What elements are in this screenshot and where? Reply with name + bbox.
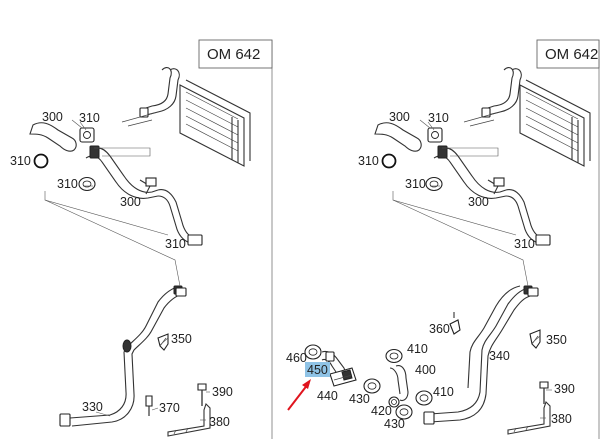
right-label-360: 360 <box>429 322 450 336</box>
right-hose-400 <box>389 365 409 402</box>
right-label-300-pipe: 300 <box>468 195 489 209</box>
right-label-350: 350 <box>546 333 567 347</box>
right-clamp-410-b <box>415 390 433 406</box>
right-label-300: 300 <box>389 110 410 124</box>
right-label-310-lower: 310 <box>514 237 535 251</box>
right-clamp-410-a <box>385 348 403 364</box>
right-upper-hose-300 <box>374 122 443 152</box>
right-bracket-380 <box>507 400 551 435</box>
left-upper-hose-300 <box>29 122 95 152</box>
right-label-340: 340 <box>489 349 510 363</box>
right-label-390: 390 <box>554 382 575 396</box>
left-main-pipe-300 <box>85 145 203 246</box>
right-label-430-b: 430 <box>384 417 405 431</box>
left-upper-return-hose <box>121 67 180 127</box>
red-arrow-icon <box>287 379 311 411</box>
left-label-370: 370 <box>159 401 180 415</box>
left-radiator <box>179 79 251 167</box>
right-label-410-top: 410 <box>407 342 428 356</box>
left-label-300: 300 <box>42 110 63 124</box>
right-panel-title: OM 642 <box>545 46 598 63</box>
right-panel-frame <box>536 39 600 439</box>
right-clamp-430-b <box>395 404 413 420</box>
right-label-310-clamp: 310 <box>405 177 426 191</box>
left-label-350: 350 <box>171 332 192 346</box>
right-bracket-350 <box>529 329 541 349</box>
right-sensor-360 <box>449 312 461 335</box>
right-label-420: 420 <box>371 404 392 418</box>
left-panel-title: OM 642 <box>207 46 260 63</box>
highlight-box-450 <box>305 362 330 377</box>
left-label-380: 380 <box>209 415 230 429</box>
right-label-450: 450 <box>307 363 328 377</box>
right-clamp-310 <box>425 176 443 192</box>
right-bolt-390 <box>539 381 549 404</box>
left-bracket-380 <box>167 402 211 437</box>
right-radiator <box>519 79 591 167</box>
right-label-410-bottom: 410 <box>433 385 454 399</box>
right-clamp-430-a <box>363 378 381 394</box>
left-label-310-clamp: 310 <box>57 177 78 191</box>
left-leader-lines <box>44 119 210 421</box>
left-o-ring-310 <box>33 153 49 169</box>
right-label-400: 400 <box>415 363 436 377</box>
right-label-460: 460 <box>286 351 307 365</box>
left-label-330: 330 <box>82 400 103 414</box>
left-label-300-pipe: 300 <box>120 195 141 209</box>
left-clamp-310 <box>78 176 96 192</box>
right-upper-return-hose <box>463 67 522 127</box>
left-label-310: 310 <box>79 111 100 125</box>
right-long-pipe-340 <box>423 285 539 425</box>
right-label-380: 380 <box>551 412 572 426</box>
left-panel-frame <box>198 39 273 439</box>
left-lower-pipe-330 <box>59 285 187 427</box>
left-bolt-390 <box>197 383 207 406</box>
right-label-430-a: 430 <box>349 392 370 406</box>
right-thermostat-440 <box>329 367 357 387</box>
right-o-ring-310 <box>381 153 397 169</box>
right-label-310: 310 <box>428 111 449 125</box>
right-leader-lines <box>392 119 552 419</box>
right-clamp-460 <box>304 344 322 360</box>
right-label-440: 440 <box>317 389 338 403</box>
left-label-390: 390 <box>212 385 233 399</box>
right-connector-420 <box>388 396 400 408</box>
left-label-310-lower: 310 <box>165 237 186 251</box>
left-label-310-ring: 310 <box>10 154 31 168</box>
left-bolt-370 <box>145 395 153 416</box>
right-label-310-ring: 310 <box>358 154 379 168</box>
right-main-pipe-300 <box>433 145 551 246</box>
